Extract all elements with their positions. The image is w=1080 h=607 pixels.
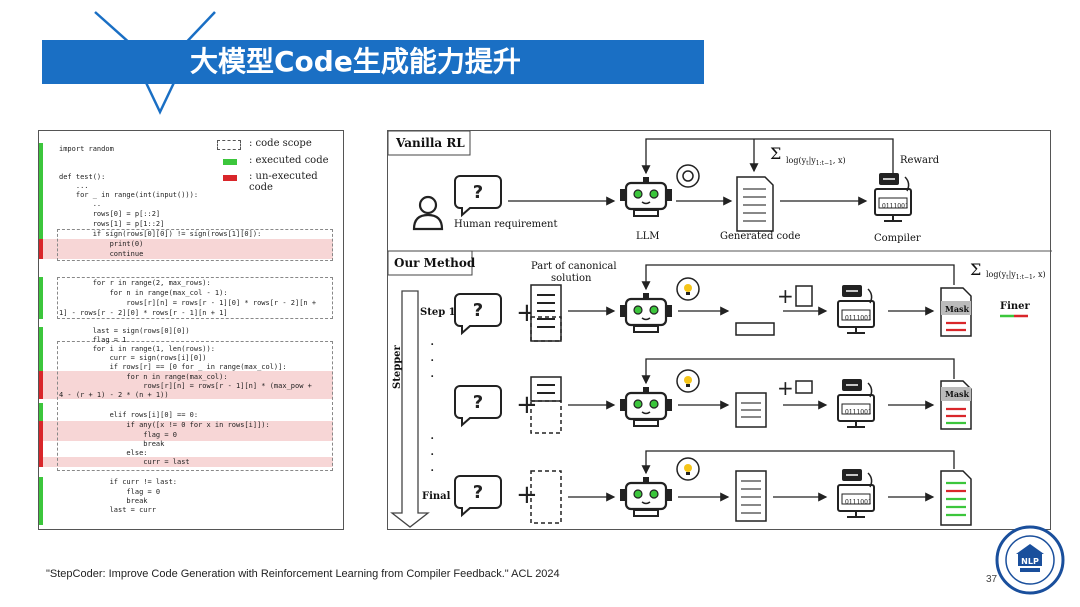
unexecuted-bar bbox=[39, 371, 43, 399]
code-line: for i in range(1, len(rows)): bbox=[59, 345, 215, 353]
code-line: if rows[r] == [0 for _ in range(max_col)… bbox=[59, 363, 287, 371]
code-line: rows[r][n] = rows[r - 1][0] * rows[r - 2… bbox=[59, 299, 317, 307]
vanilla-rl-label: Vanilla RL bbox=[396, 136, 465, 150]
unexecuted-bar bbox=[39, 239, 43, 259]
code-scope-box bbox=[57, 229, 333, 261]
ellipsis-dot: · bbox=[430, 369, 435, 385]
ellipsis-dot: · bbox=[430, 337, 435, 353]
code-line: rows[r][n] = rows[r - 1][n] * (max_pow + bbox=[59, 382, 312, 390]
mask-label-2: Mask bbox=[945, 389, 970, 399]
code-panel: : code scope : executed code : un-execut… bbox=[38, 130, 344, 530]
code-line: 1] - rows[r - 2][0] * rows[r - 1][n + 1] bbox=[59, 309, 228, 317]
svg-text:log(yt|y1:t−1, x): log(yt|y1:t−1, x) bbox=[786, 156, 846, 167]
final-label: Final bbox=[422, 491, 451, 502]
ellipsis-dot: · bbox=[430, 447, 435, 463]
reward-emoji-icon bbox=[676, 164, 700, 188]
person-icon bbox=[412, 195, 444, 231]
binary-label: 0111001 bbox=[845, 315, 872, 322]
unexecuted-highlight bbox=[43, 421, 333, 441]
code-scope-box bbox=[57, 277, 333, 319]
university-nlp-logo: NLP bbox=[995, 525, 1065, 595]
ellipsis-dot: · bbox=[430, 431, 435, 447]
unexecuted-highlight bbox=[43, 371, 333, 399]
unexecuted-highlight bbox=[43, 457, 333, 467]
svg-text:+: + bbox=[777, 376, 794, 400]
slide-title: 大模型Code生成能力提升 bbox=[190, 45, 521, 78]
code-line: 4 - (r + 1) - 2 * (n + 1)) bbox=[59, 391, 169, 399]
code-line: last = sign(rows[0][0]) bbox=[59, 327, 190, 335]
legend-scope-label: : code scope bbox=[249, 138, 312, 149]
our-method-label: Our Method bbox=[394, 256, 476, 270]
code-line: rows[1] = p[1::2] bbox=[59, 220, 165, 228]
code-line: flag = 1 bbox=[59, 336, 127, 344]
mask-label-1: Mask bbox=[945, 304, 970, 314]
code-line: def test(): bbox=[59, 173, 106, 181]
canonical-label-line1: Part of canonical bbox=[531, 261, 617, 272]
llm-label: LLM bbox=[636, 231, 660, 242]
code-line: if sign(rows[0][0]) != sign(rows[1][0]): bbox=[59, 230, 262, 238]
legend-executed-swatch bbox=[223, 159, 237, 165]
code-line: elif rows[i][0] == 0: bbox=[59, 411, 199, 419]
step1-label: Step 1 bbox=[420, 307, 456, 318]
executed-bar bbox=[39, 477, 43, 525]
logo-text: NLP bbox=[1021, 557, 1039, 566]
code-line: for n in range(max_col): bbox=[59, 373, 228, 381]
method-diagram-panel: ? bbox=[387, 130, 1052, 530]
legend-unexecuted-label: : un-executed code bbox=[249, 171, 318, 193]
code-line: for _ in range(int(input())): bbox=[59, 191, 199, 199]
stepper-label: Stepper bbox=[392, 345, 403, 389]
binary-label: 0111001 bbox=[882, 203, 909, 210]
svg-text:Σ: Σ bbox=[970, 260, 981, 279]
binary-label: 0111001 bbox=[845, 409, 872, 416]
svg-text:Σ: Σ bbox=[770, 144, 781, 163]
svg-text:log(yt|y1:t−1, x): log(yt|y1:t−1, x) bbox=[986, 270, 1046, 281]
executed-bar bbox=[39, 277, 43, 319]
generated-code-label: Generated code bbox=[720, 231, 801, 242]
ellipsis-dot: · bbox=[430, 353, 435, 369]
code-line: flag = 0 bbox=[59, 488, 161, 496]
legend-scope-swatch bbox=[217, 140, 241, 150]
code-line: for n in range(max_col - 1): bbox=[59, 289, 228, 297]
code-line: flag = 0 bbox=[59, 431, 178, 439]
legend-unexecuted-swatch bbox=[223, 175, 237, 181]
code-scope-box bbox=[57, 341, 333, 471]
code-line: else: bbox=[59, 449, 148, 457]
code-line: if any([x != 0 for x in rows[i]]): bbox=[59, 421, 270, 429]
executed-bar bbox=[39, 403, 43, 421]
code-line: for r in range(2, max_rows): bbox=[59, 279, 211, 287]
executed-bar bbox=[39, 143, 43, 239]
code-line: print(0) bbox=[59, 240, 144, 248]
binary-label: 0111001 bbox=[845, 499, 872, 506]
citation: "StepCoder: Improve Code Generation with… bbox=[46, 568, 560, 580]
code-line: break bbox=[59, 440, 165, 448]
unexecuted-highlight bbox=[43, 239, 333, 259]
code-line: if curr != last: bbox=[59, 478, 178, 486]
unexecuted-bar bbox=[39, 421, 43, 467]
svg-text:+: + bbox=[516, 480, 538, 510]
executed-bar bbox=[39, 327, 43, 371]
finer-label: Finer bbox=[1000, 301, 1030, 312]
code-line: continue bbox=[59, 250, 144, 258]
reward-label: Reward bbox=[900, 155, 940, 166]
code-line: break bbox=[59, 497, 148, 505]
code-line: curr = last bbox=[59, 458, 190, 466]
code-line: rows[0] = p[::2] bbox=[59, 210, 161, 218]
legend-executed-label: : executed code bbox=[249, 155, 329, 166]
canonical-label-line2: solution bbox=[551, 273, 592, 284]
title-banner bbox=[42, 40, 704, 84]
code-line: curr = sign(rows[i][0]) bbox=[59, 354, 207, 362]
code-line: .. bbox=[59, 200, 102, 208]
ellipsis-dot: · bbox=[430, 463, 435, 479]
compiler-label: Compiler bbox=[874, 233, 921, 244]
human-requirement-label: Human requirement bbox=[454, 219, 558, 230]
diagram-graphics: ? bbox=[388, 131, 1052, 528]
code-line: last = curr bbox=[59, 506, 156, 514]
svg-text:+: + bbox=[777, 284, 794, 308]
code-line: ... bbox=[59, 182, 89, 190]
page-number: 37 bbox=[986, 574, 998, 585]
code-line: import random bbox=[59, 145, 114, 153]
